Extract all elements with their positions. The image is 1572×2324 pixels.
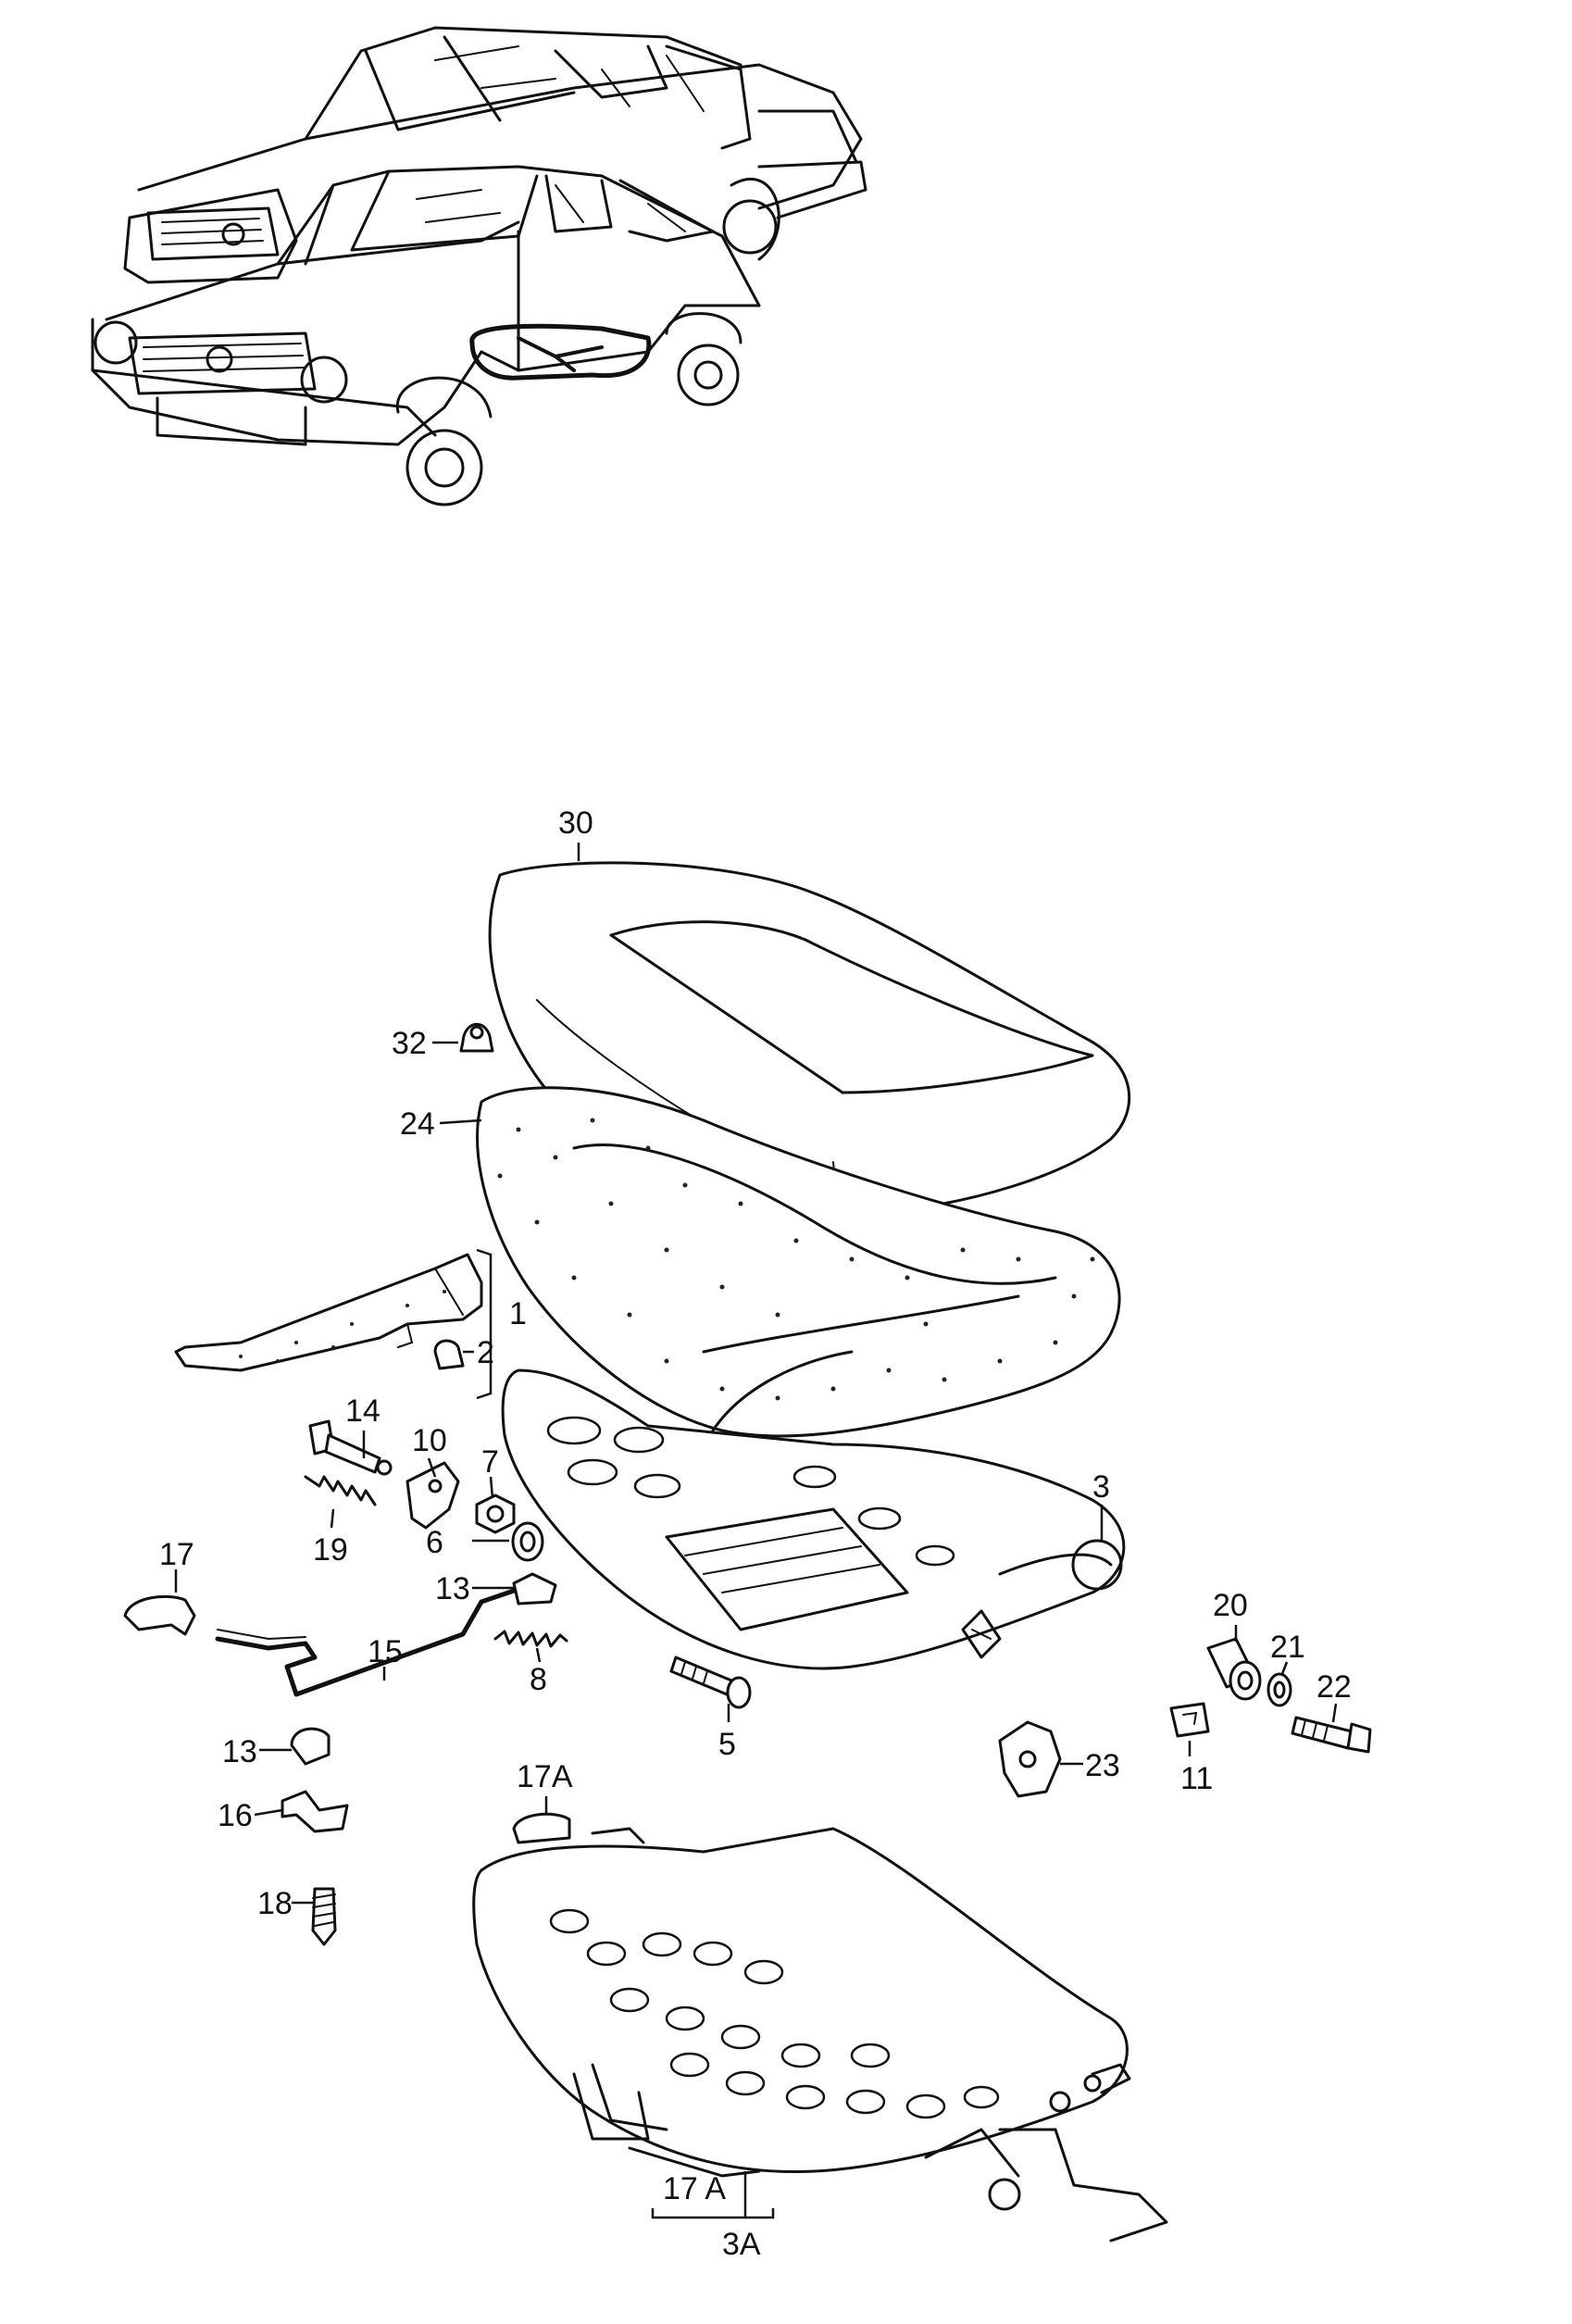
part-2-clip: [433, 1339, 465, 1370]
part-14-pin: [308, 1419, 393, 1476]
label-16: 16: [218, 1798, 253, 1833]
label-17A-top: 17A: [517, 1759, 573, 1794]
part-17-handle: [123, 1594, 196, 1636]
part-8-spring: [493, 1630, 568, 1648]
part-22-bolt: [1291, 1716, 1372, 1754]
label-11: 11: [1180, 1761, 1213, 1796]
part-21-washer: [1266, 1672, 1292, 1707]
part-7-nut: [475, 1493, 516, 1534]
label-24: 24: [400, 1106, 435, 1142]
part-32-clip: [459, 1022, 494, 1053]
label-18: 18: [257, 1886, 293, 1921]
part-11-clip: [1169, 1702, 1210, 1738]
part-24-foam-pad: [476, 1086, 1121, 1438]
label-30: 30: [558, 806, 593, 841]
part-20-bushing: [1206, 1637, 1262, 1701]
label-17A-bottom: 17 A: [663, 2171, 726, 2206]
label-5: 5: [718, 1727, 736, 1762]
part-1-side-trim: [174, 1248, 493, 1400]
car-illustration: [91, 26, 867, 506]
label-6: 6: [426, 1525, 443, 1560]
label-7: 7: [481, 1444, 499, 1480]
leader-lines: [174, 843, 1338, 2219]
label-3: 3: [1092, 1469, 1110, 1505]
part-3A-seat-frame-base: [472, 1827, 1168, 2243]
label-2: 2: [477, 1335, 494, 1370]
part-10-bracket: [405, 1461, 460, 1530]
label-13-lower: 13: [222, 1734, 257, 1769]
label-23: 23: [1085, 1748, 1120, 1783]
part-16-bracket: [281, 1790, 349, 1833]
sedan-outline: [123, 26, 867, 284]
label-13-upper: 13: [435, 1571, 470, 1606]
label-20: 20: [1213, 1588, 1248, 1623]
label-10: 10: [412, 1423, 447, 1458]
part-3-seat-frame: [501, 1368, 1126, 1670]
label-21: 21: [1270, 1630, 1305, 1665]
part-23-bracket: [998, 1720, 1062, 1798]
label-15: 15: [368, 1634, 403, 1669]
label-22: 22: [1316, 1669, 1352, 1705]
part-5-bolt: [669, 1656, 752, 1709]
part-6-washer: [511, 1521, 544, 1562]
part-labels: 30 32 24 1 2 14 10 7 19 6 3 17 13 15 8 2…: [159, 806, 1352, 2262]
hatchback-outline: [91, 165, 761, 506]
foam-texture: [497, 1118, 1095, 1401]
label-14: 14: [345, 1393, 381, 1429]
part-15-rod: [215, 1588, 517, 1697]
label-17: 17: [159, 1537, 194, 1572]
part-17A-handle: [512, 1812, 645, 1844]
label-8: 8: [530, 1662, 547, 1697]
part-13-clip-lower: [290, 1727, 331, 1766]
label-32: 32: [392, 1026, 427, 1061]
label-1: 1: [509, 1296, 527, 1331]
label-19: 19: [313, 1532, 348, 1568]
part-19-spring: [304, 1475, 377, 1506]
label-3A: 3A: [722, 2227, 761, 2262]
part-13-clip-upper: [512, 1572, 557, 1606]
part-18-screw: [311, 1887, 337, 1946]
